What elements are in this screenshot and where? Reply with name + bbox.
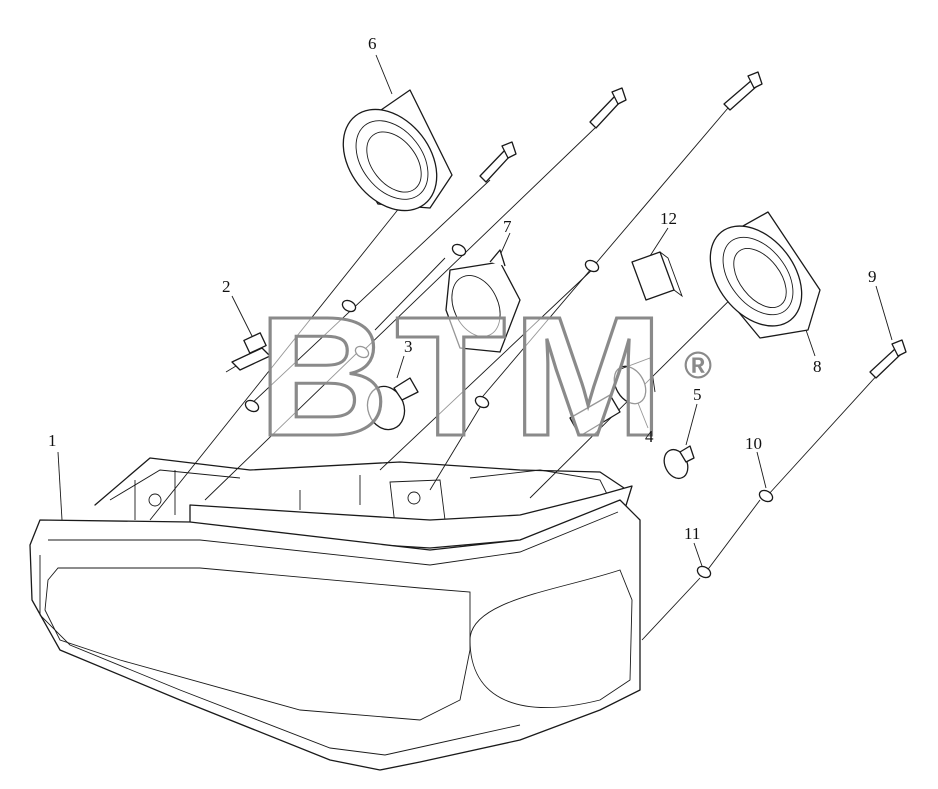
callout-12: 12 [660,209,677,228]
screw-top-middle [589,87,627,129]
callout-9: 9 [868,267,877,286]
callout-8: 8 [813,357,822,376]
callout-1: 1 [48,431,57,450]
screw-top-left [479,141,517,183]
callout-11: 11 [684,524,700,543]
cover-ring-6 [342,89,453,212]
watermark: BTM ® [257,281,713,474]
watermark-text: BTM [258,282,670,472]
bulb-4 [569,357,656,437]
cover-ring-8 [709,211,821,339]
callout-3: 3 [404,337,413,356]
washers [244,243,774,579]
bulb-connector [225,332,271,373]
callout-2: 2 [222,277,231,296]
callout-5: 5 [693,385,702,404]
reflector-7 [445,249,521,353]
headlamp-housing [29,457,641,771]
bulb-5 [663,445,695,480]
watermark-registered-mark: ® [684,345,712,387]
bulb-3 [366,377,419,431]
callout-10: 10 [745,434,762,453]
screw-9 [869,339,907,379]
callouts: 1 2 3 4 5 6 7 8 9 10 11 12 [48,34,877,543]
module-box-12 [631,251,683,301]
callout-6: 6 [368,34,377,53]
callout-7: 7 [503,217,512,236]
screw-top-right [723,71,763,111]
callout-4: 4 [645,427,654,446]
